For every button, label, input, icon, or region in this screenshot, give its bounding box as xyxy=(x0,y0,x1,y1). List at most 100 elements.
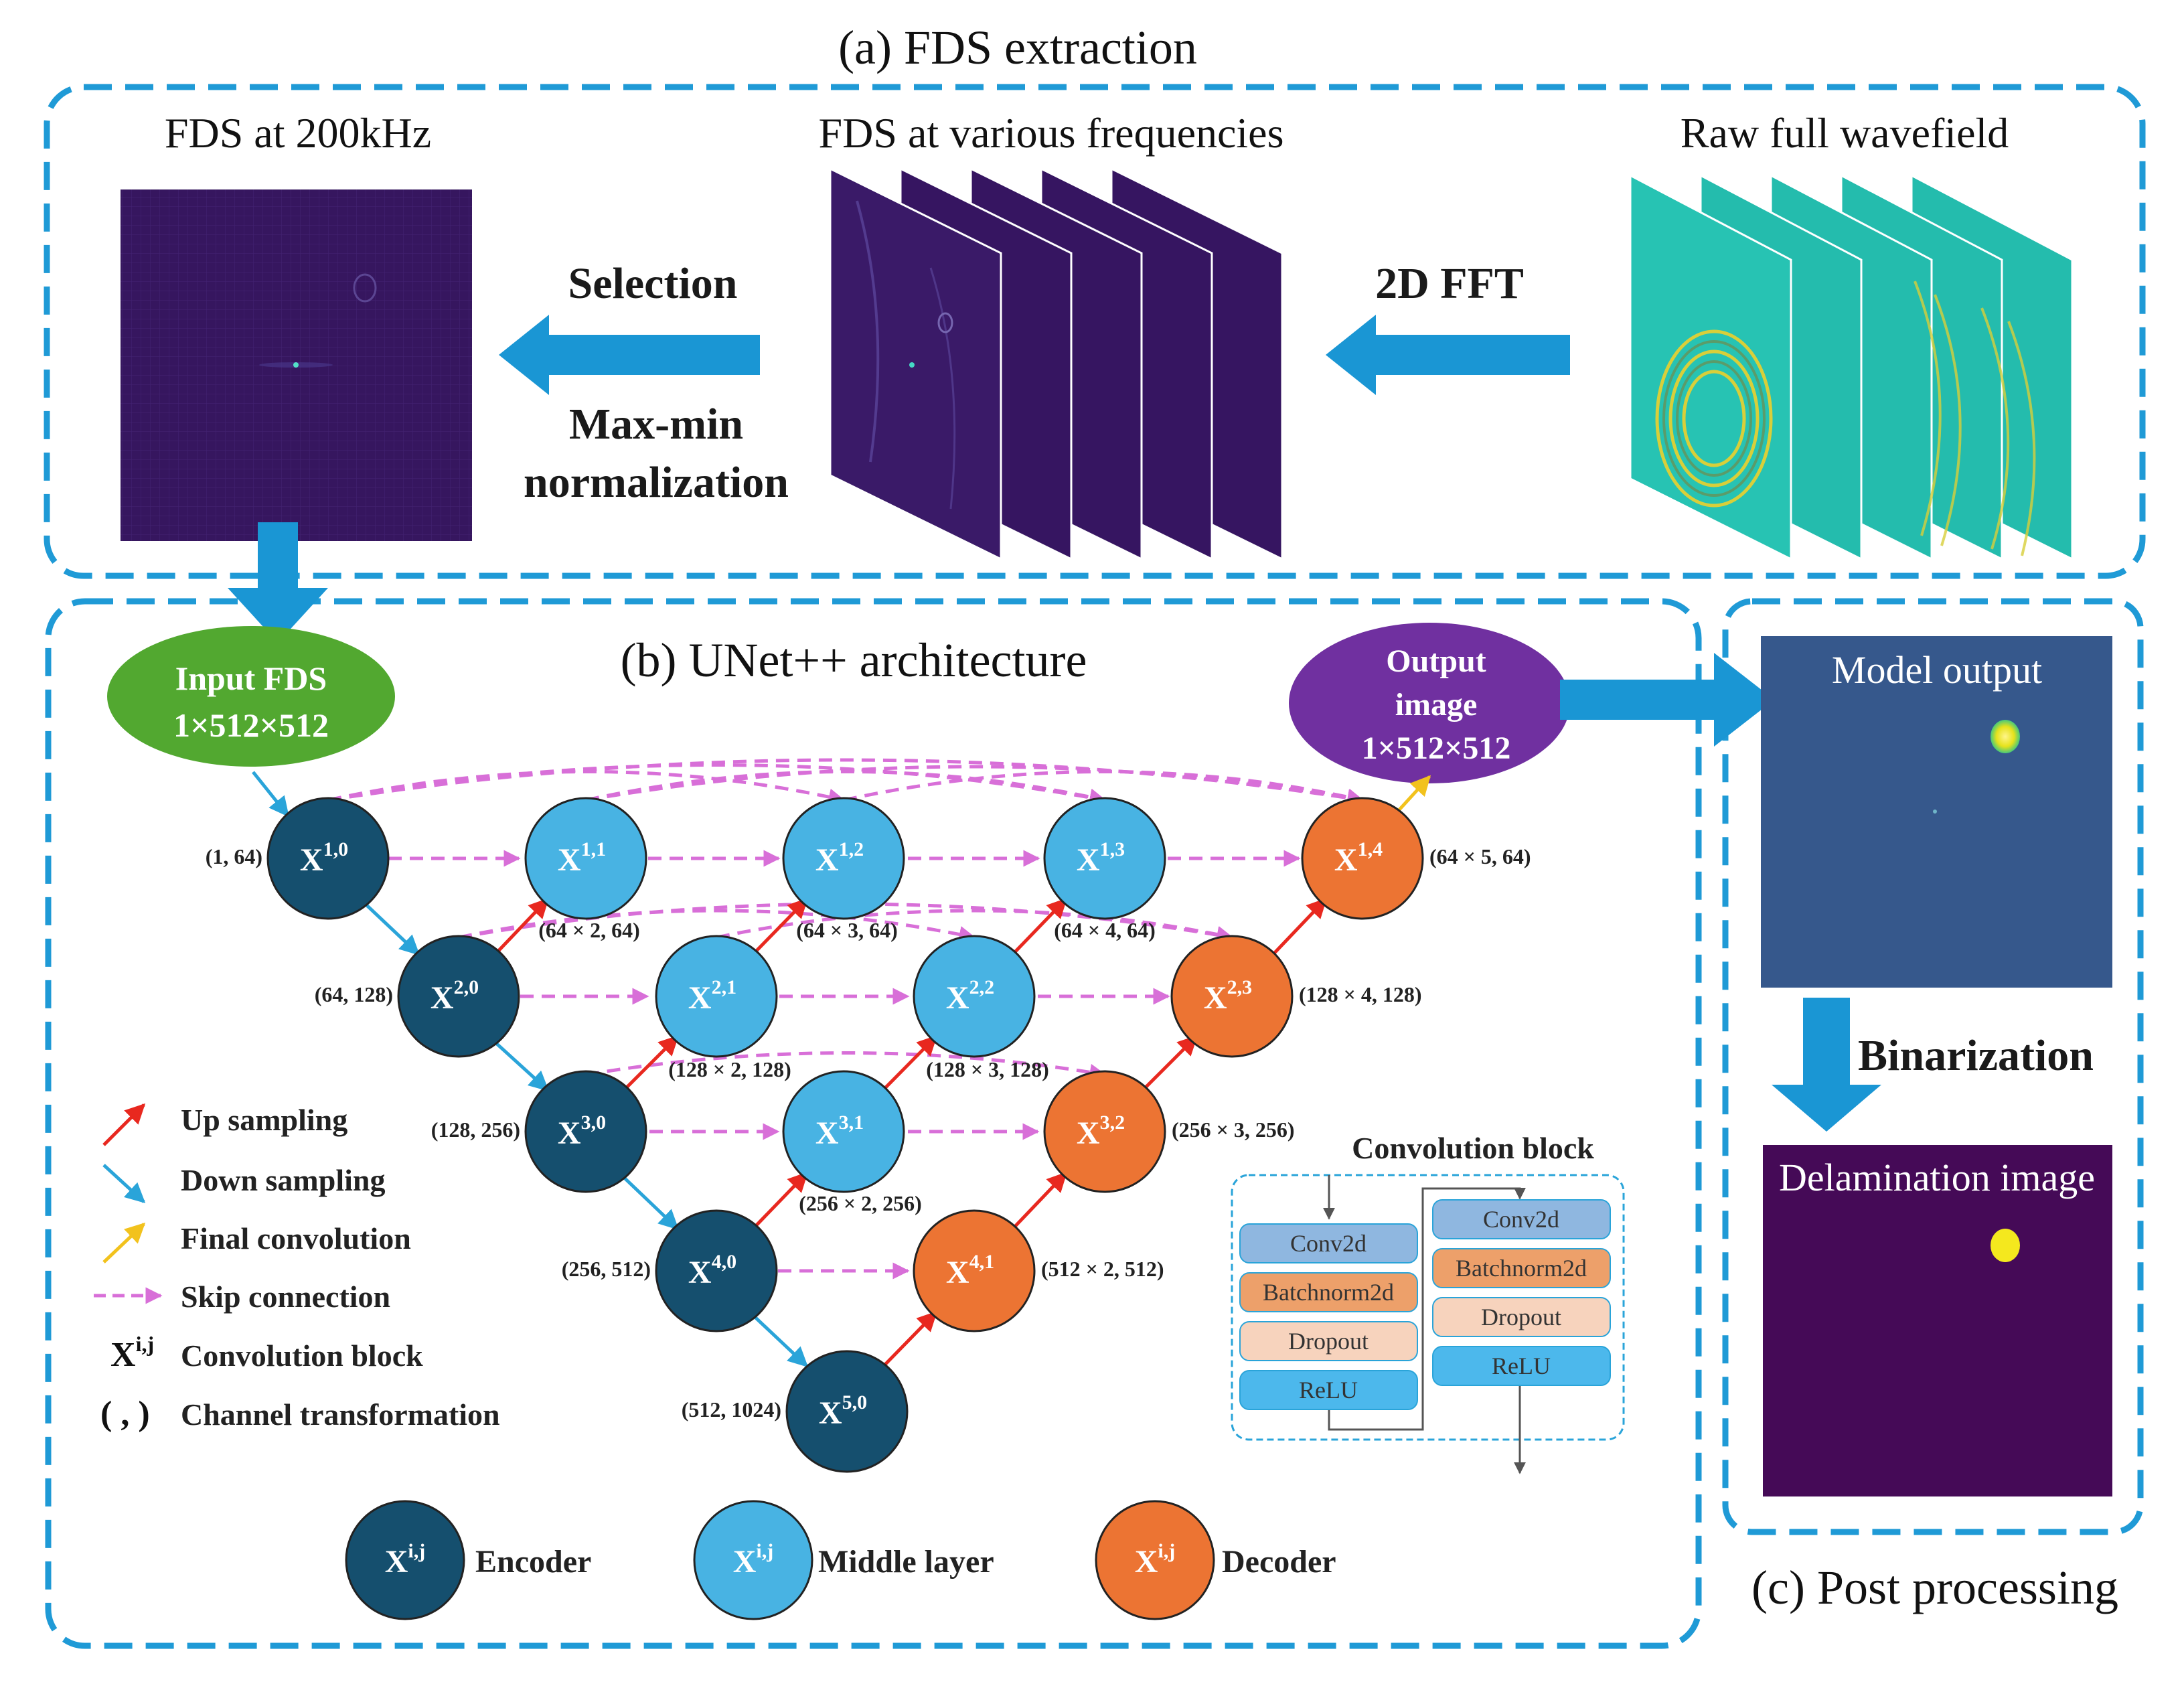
channel-label-x13: (64 × 4, 64) xyxy=(1054,918,1156,942)
delamination-image xyxy=(1763,1145,2112,1496)
output-label-3: 1×512×512 xyxy=(1362,731,1511,766)
legend-skip-label: Skip connection xyxy=(181,1280,390,1314)
delamination-label: Delamination image xyxy=(1779,1156,2095,1199)
node-x13 xyxy=(1043,797,1166,920)
frame-a xyxy=(44,84,2146,579)
channel-label-x30: (128, 256) xyxy=(431,1118,520,1142)
wavefield-stack xyxy=(1629,173,2074,561)
legend: Up sampling Down sampling Final convolut… xyxy=(94,1103,500,1433)
node-x32-symbol: X3,2 xyxy=(1077,1111,1125,1151)
maxmin-label-1: Max-min xyxy=(569,400,743,449)
conv-left-layer-3 xyxy=(1239,1370,1418,1410)
conv-left-layer-0-label: Conv2d xyxy=(1290,1230,1367,1257)
section-b-title: (b) UNet++ architecture xyxy=(621,633,1087,687)
node-x14 xyxy=(1301,797,1424,920)
node-x30 xyxy=(524,1070,647,1193)
bottom-legend-encoder-label: Encoder xyxy=(475,1544,591,1580)
conv-right-layer-3-label: ReLU xyxy=(1492,1353,1551,1379)
channel-label-x20: (64, 128) xyxy=(315,982,393,1006)
input-label-2: 1×512×512 xyxy=(173,706,329,744)
conv-left-layer-2-label: Dropout xyxy=(1288,1328,1369,1355)
selection-arrow xyxy=(499,315,760,395)
svg-text:Xi,j: Xi,j xyxy=(1135,1540,1176,1580)
maxmin-label-2: normalization xyxy=(524,458,789,507)
fds200-image xyxy=(121,189,472,541)
bottom-legend-middle-label: Middle layer xyxy=(818,1544,994,1580)
channel-label-x41: (512 × 2, 512) xyxy=(1041,1257,1164,1281)
legend-final-label: Final convolution xyxy=(181,1221,411,1255)
conv-left-layer-1 xyxy=(1239,1272,1418,1312)
bottom-legend-middle-circle xyxy=(693,1500,813,1620)
output-ellipse xyxy=(1289,623,1570,783)
bottom-legend: Xi,j Encoder Xi,j Middle layer Xi,j Deco… xyxy=(345,1500,1336,1620)
raw-wavefield-label: Raw full wavefield xyxy=(1681,109,2009,157)
model-output-label: Model output xyxy=(1832,648,2042,692)
legend-channel-symbol: ( , ) xyxy=(100,1395,150,1433)
node-x31 xyxy=(782,1070,905,1193)
node-x50-symbol: X5,0 xyxy=(819,1391,867,1431)
binarization-arrow xyxy=(1772,998,1881,1132)
svg-text:Xi,j: Xi,j xyxy=(385,1540,426,1580)
conv-right-layer-2-label: Dropout xyxy=(1481,1304,1561,1330)
node-x14-symbol: X1,4 xyxy=(1334,838,1383,878)
node-x10 xyxy=(266,797,390,920)
node-x10-symbol: X1,0 xyxy=(300,838,348,878)
conv-right-layer-2 xyxy=(1432,1297,1611,1337)
channel-label-x50: (512, 1024) xyxy=(682,1397,781,1422)
skip-connections xyxy=(327,758,1364,1280)
node-x41 xyxy=(913,1209,1036,1332)
node-x40 xyxy=(655,1209,778,1332)
down-sampling-arrows xyxy=(252,771,809,1368)
legend-channel-label: Channel transformation xyxy=(181,1397,500,1432)
node-x23-symbol: X2,3 xyxy=(1204,976,1252,1016)
final-conv-arrow xyxy=(1393,775,1431,817)
node-x13-symbol: X1,3 xyxy=(1077,838,1125,878)
legend-conv-label: Convolution block xyxy=(181,1338,423,1373)
channel-label-x23: (128 × 4, 128) xyxy=(1299,982,1422,1006)
fds-stack xyxy=(829,167,1283,561)
channel-labels: (1, 64) (64, 128) (128, 256) (256, 512) (512… xyxy=(206,844,1531,1422)
fft-arrow xyxy=(1326,315,1570,395)
channel-label-x21: (128 × 2, 128) xyxy=(668,1057,791,1081)
conv-left-layer-1-label: Batchnorm2d xyxy=(1263,1279,1394,1306)
input-label-1: Input FDS xyxy=(175,660,327,697)
binarization-label: Binarization xyxy=(1858,1031,2094,1080)
conv-right-layer-3 xyxy=(1432,1346,1611,1386)
up-sampling-arrows xyxy=(491,897,1328,1371)
node-x21-symbol: X2,1 xyxy=(688,976,736,1016)
node-x50 xyxy=(785,1350,909,1473)
input-ellipse xyxy=(107,626,395,767)
channel-label-x10: (1, 64) xyxy=(206,844,262,868)
svg-text:Xi,j: Xi,j xyxy=(733,1540,774,1580)
section-a-title: (a) FDS extraction xyxy=(838,21,1197,74)
selection-label: Selection xyxy=(568,259,738,308)
channel-label-x32: (256 × 3, 256) xyxy=(1172,1118,1295,1142)
legend-up-label: Up sampling xyxy=(181,1103,347,1137)
node-x11-symbol: X1,1 xyxy=(558,838,606,878)
channel-label-x40: (256, 512) xyxy=(562,1257,651,1281)
fft-label: 2D FFT xyxy=(1375,259,1524,308)
bottom-legend-encoder-circle xyxy=(345,1500,465,1620)
node-x20-symbol: X2,0 xyxy=(431,976,479,1016)
node-x22-symbol: X2,2 xyxy=(946,976,994,1016)
legend-conv-symbol: Xi,j xyxy=(110,1332,154,1374)
channel-label-x11: (64 × 2, 64) xyxy=(538,918,640,942)
fds-to-input-arrow xyxy=(228,522,328,643)
conv-right-layer-0-label: Conv2d xyxy=(1483,1206,1559,1233)
conv-right-layer-0 xyxy=(1432,1199,1611,1239)
node-x31-symbol: X3,1 xyxy=(815,1111,864,1151)
node-x21 xyxy=(655,935,778,1058)
bottom-legend-decoder-label: Decoder xyxy=(1222,1544,1336,1580)
node-x11 xyxy=(524,797,647,920)
bottom-legend-decoder-circle xyxy=(1095,1500,1215,1620)
node-x20 xyxy=(397,935,520,1058)
node-x40-symbol: X4,0 xyxy=(688,1251,736,1290)
output-label-2: image xyxy=(1395,687,1478,722)
node-x41-symbol: X4,1 xyxy=(946,1251,994,1290)
node-x23 xyxy=(1170,935,1294,1058)
frame-c xyxy=(1722,598,2144,1535)
node-x32 xyxy=(1043,1070,1166,1193)
